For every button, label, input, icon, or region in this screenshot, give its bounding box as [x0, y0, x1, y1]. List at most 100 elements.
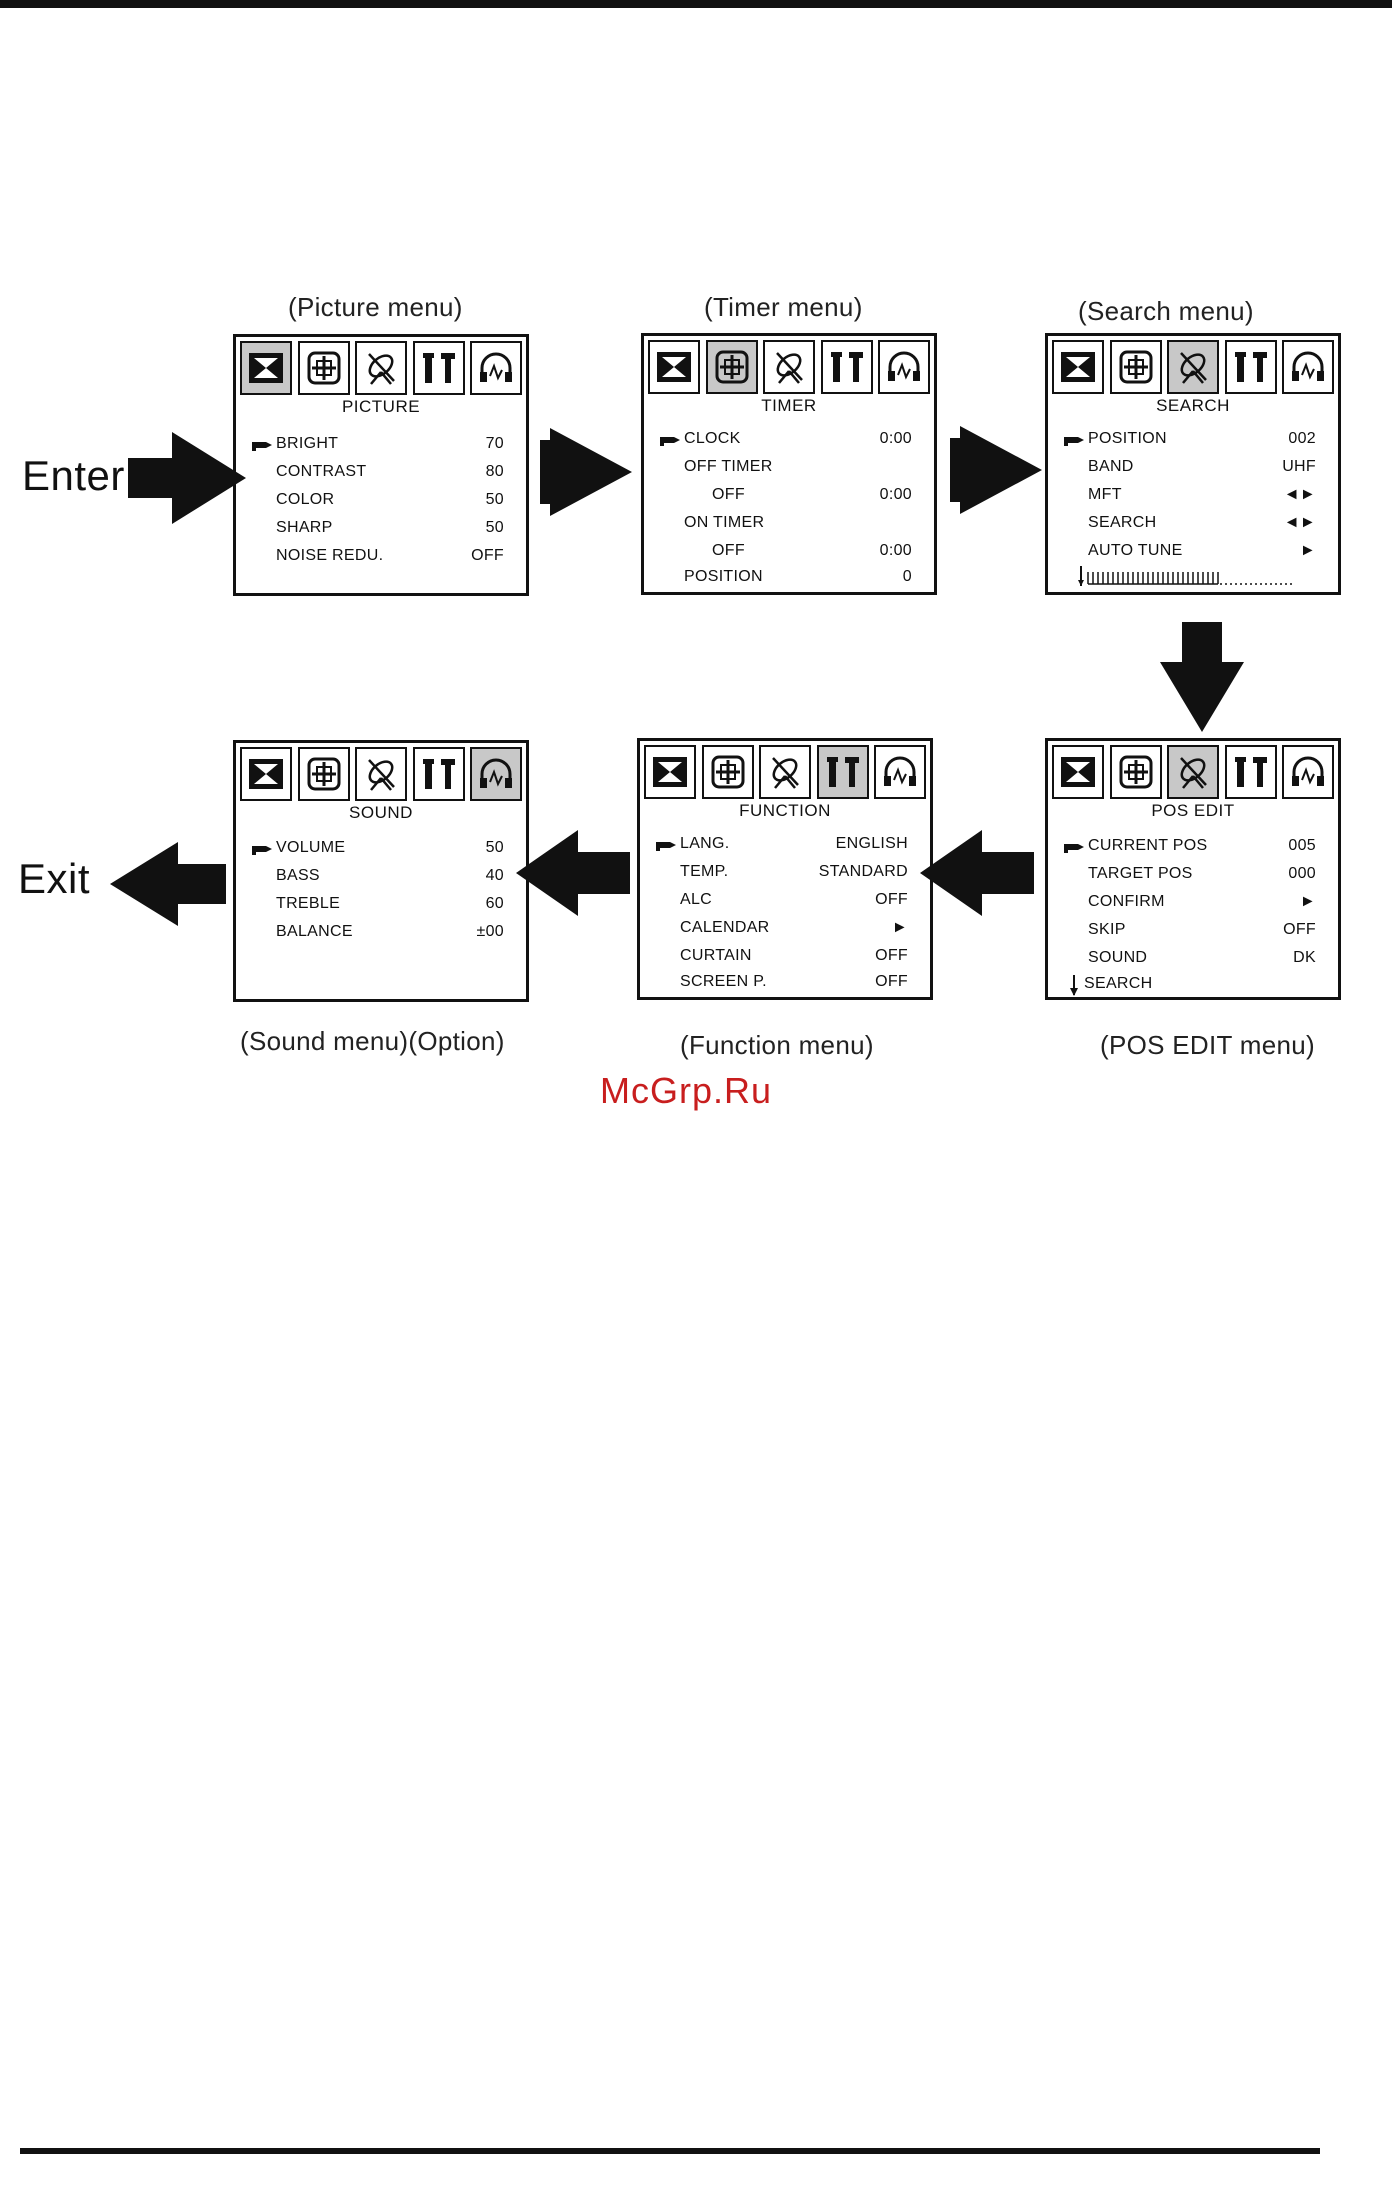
menu-row-on-timer[interactable]: ON TIMER	[658, 514, 912, 538]
arrow-left-function-to-sound	[516, 830, 630, 916]
menu-row-search[interactable]: SEARCH ◄►	[1062, 514, 1316, 538]
caption-picture-menu: (Picture menu)	[288, 292, 463, 322]
row-label: OFF TIMER	[684, 458, 773, 475]
menu-title: TIMER	[761, 396, 817, 415]
timer-icon[interactable]	[701, 745, 754, 799]
menu-row-band[interactable]: BAND UHF	[1062, 458, 1316, 482]
menu-row-color[interactable]: COLOR 50	[250, 491, 504, 515]
timer-icon[interactable]	[1109, 745, 1162, 799]
row-label: CURRENT POS	[1088, 837, 1208, 854]
picture-icon[interactable]	[240, 341, 292, 395]
function-tools-icon[interactable]	[1224, 340, 1277, 394]
menu-icon-bar	[1052, 745, 1334, 801]
row-label: OFF	[712, 486, 745, 503]
enter-arrow-icon	[128, 432, 246, 524]
search-satellite-icon[interactable]	[1167, 745, 1219, 799]
picture-icon[interactable]	[648, 340, 700, 394]
timer-icon[interactable]	[297, 747, 350, 801]
menu-icon-bar	[1052, 340, 1334, 396]
function-tools-icon[interactable]	[412, 747, 465, 801]
function-tools-icon[interactable]	[820, 340, 873, 394]
row-label: ALC	[680, 891, 713, 908]
menu-row-lang[interactable]: LANG. ENGLISH	[654, 835, 908, 859]
menu-row-curtain[interactable]: CURTAIN OFF	[654, 947, 908, 971]
function-tools-icon[interactable]	[412, 341, 465, 395]
row-label: SEARCH	[1084, 975, 1153, 992]
menu-row-confirm[interactable]: CONFIRM ►	[1062, 893, 1316, 917]
row-value: 0	[902, 568, 912, 585]
menu-row-balance[interactable]: BALANCE ±00	[250, 923, 504, 947]
exit-arrow-icon	[110, 842, 226, 926]
row-value: 50	[485, 491, 504, 508]
search-satellite-icon[interactable]	[763, 340, 815, 394]
down-arrow-icon	[1070, 975, 1078, 996]
menu-row-noise-redu[interactable]: NOISE REDU. OFF	[250, 547, 504, 571]
menu-row-sharp[interactable]: SHARP 50	[250, 519, 504, 543]
top-rule	[0, 0, 1392, 8]
caption-search-menu: (Search menu)	[1078, 296, 1254, 326]
menu-row-on-timer-value[interactable]: OFF 0:00	[658, 542, 912, 566]
sound-headphone-icon[interactable]	[1282, 340, 1334, 394]
menu-row-clock[interactable]: CLOCK 0:00	[658, 430, 912, 454]
menu-row-screen-p[interactable]: SCREEN P. OFF	[654, 973, 908, 997]
picture-icon[interactable]	[644, 745, 696, 799]
menu-row-search[interactable]: SEARCH	[1062, 975, 1316, 999]
timer-icon[interactable]	[705, 340, 758, 394]
menu-row-position[interactable]: POSITION 0	[658, 568, 912, 592]
sound-headphone-icon[interactable]	[1282, 745, 1334, 799]
menu-row-off-timer[interactable]: OFF TIMER	[658, 458, 912, 482]
menu-row-temp[interactable]: TEMP. STANDARD	[654, 863, 908, 887]
sound-headphone-icon[interactable]	[470, 341, 522, 395]
function-tools-icon[interactable]	[816, 745, 869, 799]
row-value: ►	[891, 919, 908, 936]
timer-icon[interactable]	[297, 341, 350, 395]
menu-icon-bar	[648, 340, 930, 396]
row-value: 0:00	[879, 486, 912, 503]
search-satellite-icon[interactable]	[355, 747, 407, 801]
menu-row-current-pos[interactable]: CURRENT POS 005	[1062, 837, 1316, 861]
function-menu: FUNCTION LANG. ENGLISH TEMP. STANDARD AL…	[637, 738, 933, 1000]
search-satellite-icon[interactable]	[1167, 340, 1219, 394]
menu-row-skip[interactable]: SKIP OFF	[1062, 921, 1316, 945]
menu-row-bass[interactable]: BASS 40	[250, 867, 504, 891]
row-value: 40	[485, 867, 504, 884]
menu-row-sound[interactable]: SOUND DK	[1062, 949, 1316, 973]
menu-row-bright[interactable]: BRIGHT 70	[250, 435, 504, 459]
search-satellite-icon[interactable]	[759, 745, 811, 799]
row-value: UHF	[1282, 458, 1316, 475]
menu-row-treble[interactable]: TREBLE 60	[250, 895, 504, 919]
sound-headphone-icon[interactable]	[878, 340, 930, 394]
menu-icon-bar	[644, 745, 926, 801]
menu-row-target-pos[interactable]: TARGET POS 000	[1062, 865, 1316, 889]
menu-row-calendar[interactable]: CALENDAR ►	[654, 919, 908, 943]
search-menu: SEARCH POSITION 002 BAND UHF MFT ◄► SEAR…	[1045, 333, 1341, 595]
menu-row-off-timer-value[interactable]: OFF 0:00	[658, 486, 912, 510]
row-value: ◄►	[1283, 514, 1316, 531]
row-value: ►	[1299, 893, 1316, 910]
caption-function-menu: (Function menu)	[680, 1030, 874, 1060]
row-label: TREBLE	[276, 895, 341, 912]
timer-icon[interactable]	[1109, 340, 1162, 394]
function-tools-icon[interactable]	[1224, 745, 1277, 799]
sound-headphone-icon[interactable]	[470, 747, 522, 801]
menu-row-position[interactable]: POSITION 002	[1062, 430, 1316, 454]
arrow-down-search-to-posedit	[1160, 622, 1244, 732]
sound-headphone-icon[interactable]	[874, 745, 926, 799]
search-satellite-icon[interactable]	[355, 341, 407, 395]
menu-row-mft[interactable]: MFT ◄►	[1062, 486, 1316, 510]
pointer-hand-icon	[656, 842, 676, 851]
menu-row-volume[interactable]: VOLUME 50	[250, 839, 504, 863]
row-value: 60	[485, 895, 504, 912]
row-value: OFF	[875, 947, 908, 964]
menu-row-alc[interactable]: ALC OFF	[654, 891, 908, 915]
row-value: ◄►	[1283, 486, 1316, 503]
menu-row-auto-tune[interactable]: AUTO TUNE ►	[1062, 542, 1316, 566]
picture-icon[interactable]	[1052, 340, 1104, 394]
menu-row-contrast[interactable]: CONTRAST 80	[250, 463, 504, 487]
row-label: SCREEN P.	[680, 973, 767, 990]
row-label: CONFIRM	[1088, 893, 1165, 910]
picture-icon[interactable]	[1052, 745, 1104, 799]
menu-icon-bar	[240, 341, 522, 397]
picture-icon[interactable]	[240, 747, 292, 801]
pointer-hand-icon	[660, 437, 680, 446]
